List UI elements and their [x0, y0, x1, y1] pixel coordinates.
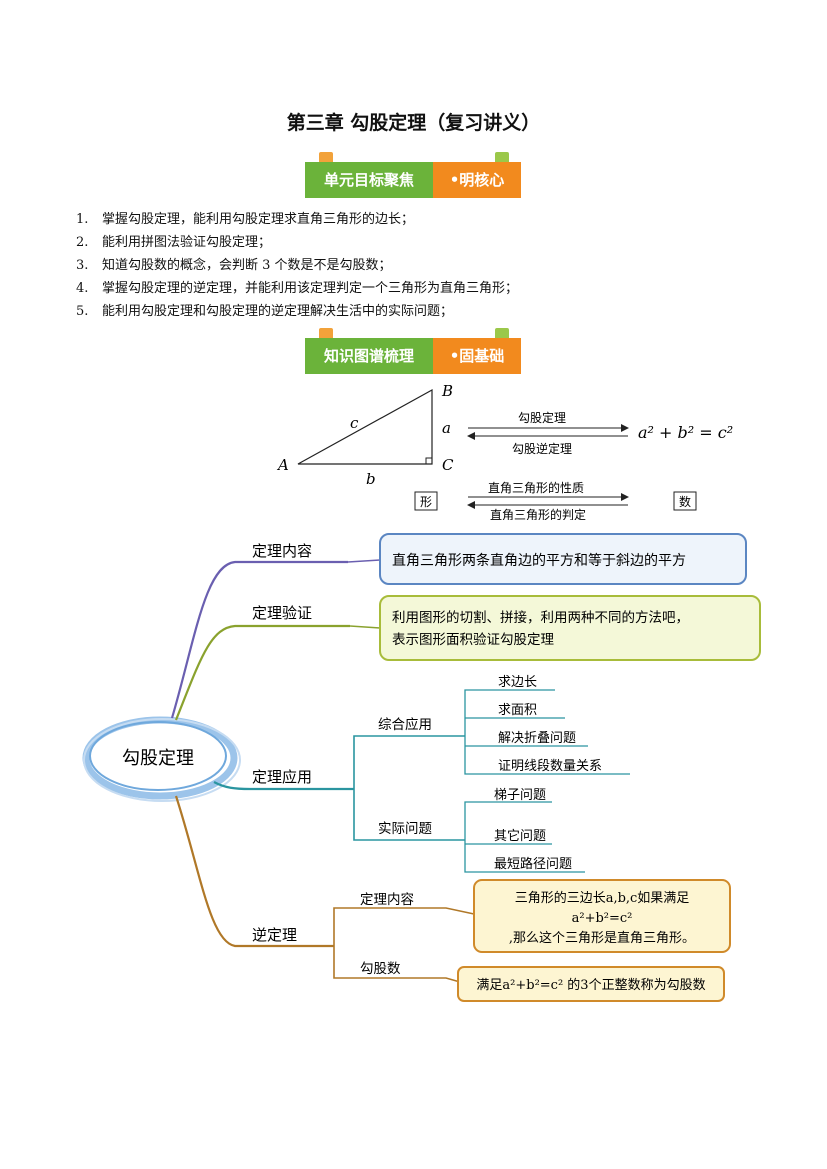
side-b-label: b — [366, 470, 376, 488]
vertex-a-label: A — [276, 456, 289, 474]
branch-proof-label: 定理验证 — [252, 604, 312, 622]
comprehensive-label: 综合应用 — [378, 716, 432, 733]
theorem-label: 勾股定理 — [518, 410, 566, 425]
page-title: 第三章 勾股定理（复习讲义） — [286, 112, 541, 134]
objectives-banner-subtitle: •明核心 — [433, 162, 521, 198]
objective-item: 2.能利用拼图法验证勾股定理； — [76, 235, 272, 250]
side-a-label: a — [442, 419, 451, 437]
shape-label: 形 — [420, 495, 432, 509]
right-angle-mark — [425, 457, 433, 465]
content-box — [379, 533, 747, 585]
knowledge-banner-title: 知识图谱梳理 — [305, 338, 433, 374]
converse-triples-box — [457, 966, 725, 1002]
practical-item: 最短路径问题 — [494, 856, 572, 872]
comprehensive-item: 求边长 — [498, 675, 537, 690]
objectives-banner: 单元目标聚焦 •明核心 — [305, 152, 521, 198]
number-label: 数 — [679, 494, 691, 509]
tag-icon — [319, 328, 333, 340]
objectives-banner-title: 单元目标聚焦 — [305, 162, 433, 198]
number-box — [673, 491, 697, 511]
knowledge-banner: 知识图谱梳理 •固基础 — [305, 328, 521, 374]
mind-map: 勾股定理 定理内容 直角三角形两条直角边的平方和等于斜边的平方 定理验证 利用图… — [82, 533, 761, 1002]
branch-application-label: 定理应用 — [252, 768, 312, 786]
comprehensive-item: 证明线段数量关系 — [498, 759, 602, 774]
property-label: 直角三角形的性质 — [488, 480, 584, 495]
side-c-label: c — [350, 414, 359, 432]
comprehensive-item: 求面积 — [498, 703, 537, 718]
branch-application-line — [213, 781, 354, 791]
proof-box-line1: 利用图形的切割、拼接，利用两种不同的方法吧， — [392, 609, 689, 626]
vertex-c-label: C — [442, 456, 454, 474]
branch-converse-line — [174, 795, 334, 948]
branch-content-label: 定理内容 — [252, 542, 312, 560]
converse-content-line2: a²+b²=c² — [572, 911, 633, 926]
practical-item: 梯子问题 — [494, 788, 546, 803]
converse-content-label: 定理内容 — [360, 891, 414, 908]
converse-content-line1: 三角形的三边长a,b,c如果满足 — [515, 890, 690, 906]
comprehensive-item: 解决折叠问题 — [498, 731, 576, 746]
judgement-label: 直角三角形的判定 — [490, 507, 586, 520]
practical-item: 其它问题 — [494, 828, 546, 844]
converse-triples-text: 满足a²+b²=c² 的3个正整数称为勾股数 — [476, 977, 705, 993]
proof-box-line2: 表示图形面积验证勾股定理 — [392, 632, 554, 648]
objective-item: 5.能利用勾股定理和勾股定理的逆定理解决生活中的实际问题； — [76, 304, 454, 319]
converse-triples-label: 勾股数 — [360, 961, 401, 977]
tag-icon — [495, 328, 509, 340]
converse-content-line3: ,那么这个三角形是直角三角形。 — [509, 930, 695, 946]
vertex-b-label: B — [441, 382, 453, 400]
formula: a² + b² = c² — [638, 423, 733, 442]
center-node: 勾股定理 — [82, 716, 241, 802]
objectives-list: 1.掌握勾股定理，能利用勾股定理求直角三角形的边长； 2.能利用拼图法验证勾股定… — [76, 208, 776, 323]
proof-box — [379, 595, 761, 661]
converse-label: 勾股逆定理 — [512, 441, 572, 456]
branch-proof-line — [174, 624, 350, 721]
branch-content-line — [170, 560, 348, 719]
objective-item: 3.知道勾股数的概念，会判断 3 个数是不是勾股数； — [76, 258, 392, 273]
center-label: 勾股定理 — [122, 748, 194, 769]
shape-box — [414, 491, 438, 511]
tag-icon — [495, 152, 509, 164]
converse-content-box — [473, 879, 731, 953]
knowledge-banner-subtitle: •固基础 — [433, 338, 521, 374]
branch-converse-label: 逆定理 — [252, 926, 297, 944]
content-box-text: 直角三角形两条直角边的平方和等于斜边的平方 — [392, 552, 686, 569]
practical-label: 实际问题 — [378, 821, 432, 837]
tag-icon — [319, 152, 333, 164]
right-triangle — [297, 388, 433, 465]
triangle-diagram: A B C a b c 勾股定理 勾股逆定理 a² + b² = c² 形 直角… — [276, 382, 733, 520]
objective-item: 1.掌握勾股定理，能利用勾股定理求直角三角形的边长； — [76, 212, 415, 227]
objective-item: 4.掌握勾股定理的逆定理，并能利用该定理判定一个三角形为直角三角形； — [76, 281, 519, 296]
